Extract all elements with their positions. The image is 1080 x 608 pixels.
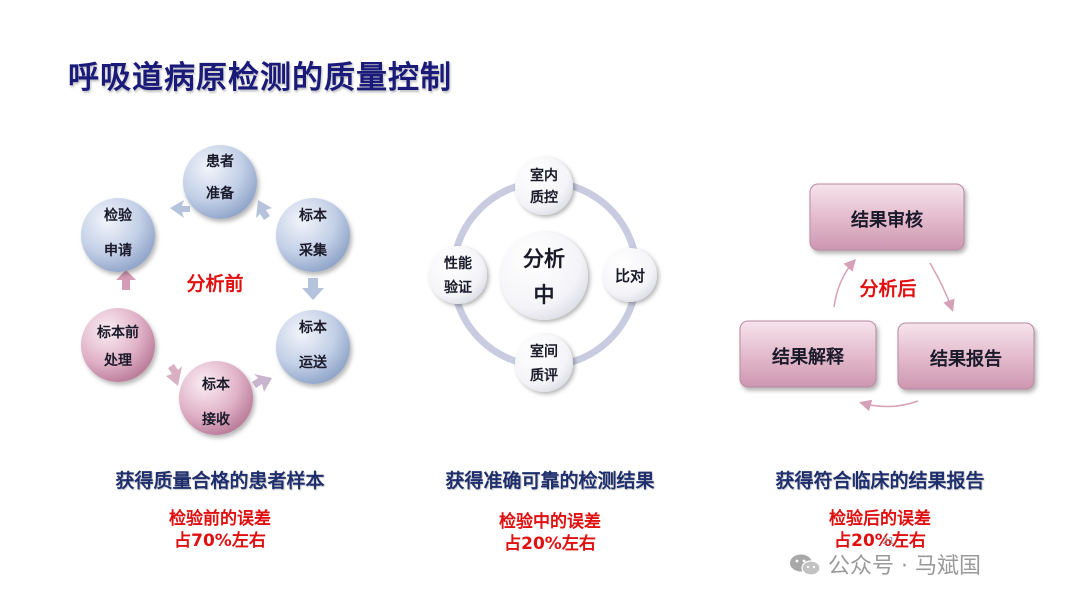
- wechat-icon: [790, 554, 821, 576]
- node-label-line1: 检验: [104, 207, 133, 224]
- node-label-line2: 接收: [202, 411, 231, 428]
- post-box-label: 结果审核: [851, 209, 923, 231]
- node-label-line1: 性能: [444, 255, 472, 272]
- post-caption: 获得符合临床的结果报告: [775, 470, 985, 492]
- arrow-icon: [256, 200, 272, 220]
- mid-error-block: 检验中的误差 占20%左右: [450, 511, 650, 555]
- analytic-node-eqa: 室间 质评: [515, 334, 573, 392]
- post-box-label: 结果报告: [930, 348, 1002, 370]
- cycle-node-sample-receipt: 标本 接收: [179, 361, 253, 435]
- analytic-center-line2: 中: [534, 283, 555, 307]
- post-box-report: 结果报告: [897, 322, 1035, 390]
- post-cycle-arrows: [833, 258, 955, 412]
- analytic-diagram: 分析 中 室内 质控 比对 室间 质评 性能 验证: [429, 157, 657, 392]
- pre-analytic-cycle: 患者 准备 标本 采集 标本 运送 标本 接收 标本前 处理 检验 申请 分析: [81, 145, 350, 435]
- arrow-icon: [166, 364, 182, 386]
- mid-caption: 获得准确可靠的检测结果: [445, 470, 655, 492]
- node-label-line1: 室间: [530, 343, 558, 360]
- analytic-node-iqc: 室内 质控: [515, 157, 573, 215]
- node-label-line1: 标本前: [96, 324, 139, 341]
- post-error-line2: 占20%左右: [834, 531, 926, 551]
- pre-caption: 获得质量合格的患者样本: [115, 470, 325, 492]
- node-label-line2: 质控: [530, 189, 558, 206]
- arrow-icon: [170, 200, 190, 218]
- node-label-line2: 运送: [299, 354, 328, 371]
- cycle-node-test-request: 检验 申请: [81, 198, 155, 272]
- pre-analytic-label: 分析前: [186, 272, 243, 295]
- post-error-block: 检验后的误差 占20%左右: [780, 508, 980, 552]
- node-label-line2: 采集: [298, 242, 328, 259]
- arrow-icon: [833, 258, 856, 308]
- node-label-line2: 申请: [104, 242, 132, 259]
- node-label-line2: 验证: [444, 279, 472, 296]
- node-label-line1: 比对: [615, 267, 645, 285]
- post-error-line1: 检验后的误差: [829, 509, 931, 529]
- arrow-icon: [252, 374, 272, 392]
- page-number: 21: [882, 536, 895, 547]
- node-label-line2: 质评: [530, 367, 558, 384]
- node-label-line1: 标本: [298, 207, 328, 224]
- analytic-node-performance-verification: 性能 验证: [429, 246, 487, 304]
- page-title: 呼吸道病原检测的质量控制: [68, 60, 452, 96]
- arrow-icon: [302, 278, 324, 300]
- cycle-node-sample-collection: 标本 采集: [276, 198, 350, 272]
- analytic-center-line1: 分析: [523, 247, 565, 271]
- post-box-review: 结果审核: [809, 183, 965, 251]
- node-label-line1: 室内: [530, 167, 558, 184]
- node-label-line2: 准备: [206, 185, 235, 202]
- node-label-line2: 处理: [103, 352, 132, 369]
- analytic-node-comparison: 比对: [603, 248, 657, 302]
- node-label-line1: 标本: [201, 376, 231, 393]
- arrow-icon: [929, 262, 955, 312]
- pre-error-line1: 检验前的误差: [169, 509, 271, 529]
- cycle-node-sample-transport: 标本 运送: [276, 310, 350, 384]
- watermark: 公众号 · 马斌国: [788, 548, 981, 580]
- analytic-center: 分析 中: [500, 232, 588, 320]
- post-box-label: 结果解释: [772, 346, 845, 368]
- cycle-arrows: [116, 200, 324, 392]
- mid-error-line2: 占20%左右: [504, 534, 596, 554]
- mid-error-line1: 检验中的误差: [499, 512, 601, 532]
- pre-error-block: 检验前的误差 占70%左右: [120, 508, 320, 552]
- watermark-text: 公众号 · 马斌国: [828, 554, 981, 579]
- post-box-interpretation: 结果解释: [739, 320, 877, 388]
- node-label-line1: 患者: [206, 153, 234, 170]
- arrow-icon: [116, 270, 136, 290]
- cycle-node-pre-processing: 标本前 处理: [81, 308, 155, 382]
- post-analytic-cycle: 结果审核 结果报告 结果解释 分析后: [739, 183, 1035, 412]
- pre-error-line2: 占70%左右: [174, 531, 266, 551]
- arrow-icon: [859, 399, 919, 412]
- post-analytic-label: 分析后: [859, 277, 916, 300]
- node-label-line1: 标本: [298, 319, 328, 336]
- cycle-node-patient-prep: 患者 准备: [183, 145, 257, 219]
